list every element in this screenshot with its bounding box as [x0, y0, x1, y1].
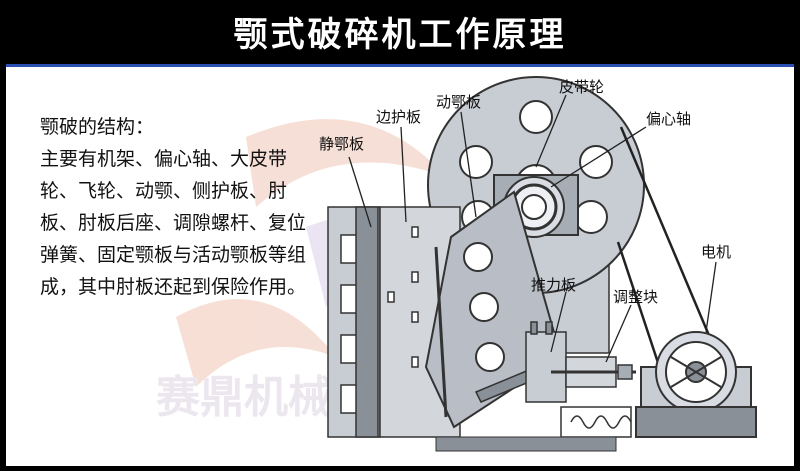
page-title: 颚式破碎机工作原理	[233, 14, 567, 55]
label-adjust-block: 调整块	[613, 288, 658, 306]
label-motor: 电机	[701, 243, 731, 261]
description-body: 主要有机架、偏心轴、大皮带轮、飞轮、动颚、侧护板、肘板、肘板后座、调隙螺杆、复位…	[40, 148, 307, 298]
label-side-guard: 边护板	[376, 108, 421, 126]
return-spring	[560, 406, 632, 438]
label-thrust-plate: 推力板	[531, 276, 576, 294]
static-jaw	[327, 206, 381, 438]
structure-description: 颚破的结构： 主要有机架、偏心轴、大皮带轮、飞轮、动颚、侧护板、肘板、肘板后座、…	[40, 111, 310, 303]
watermark-text: 赛鼎机械	[156, 372, 332, 423]
thrust-plate	[474, 321, 567, 403]
motor	[635, 331, 757, 438]
label-eccentric-shaft: 偏心轴	[646, 110, 691, 128]
crusher-base	[435, 436, 617, 452]
leader-lines	[348, 94, 717, 363]
title-bar: 颚式破碎机工作原理	[0, 0, 800, 62]
content-panel: 赛鼎机械	[6, 64, 794, 466]
jaw-crusher-diagram: 赛鼎机械	[156, 76, 757, 452]
label-static-jaw: 静鄂板	[319, 135, 364, 153]
adjust-block	[551, 356, 636, 388]
label-moving-jaw: 动鄂板	[436, 93, 481, 111]
label-pulley: 皮带轮	[559, 78, 604, 96]
description-heading: 颚破的结构：	[40, 116, 155, 138]
